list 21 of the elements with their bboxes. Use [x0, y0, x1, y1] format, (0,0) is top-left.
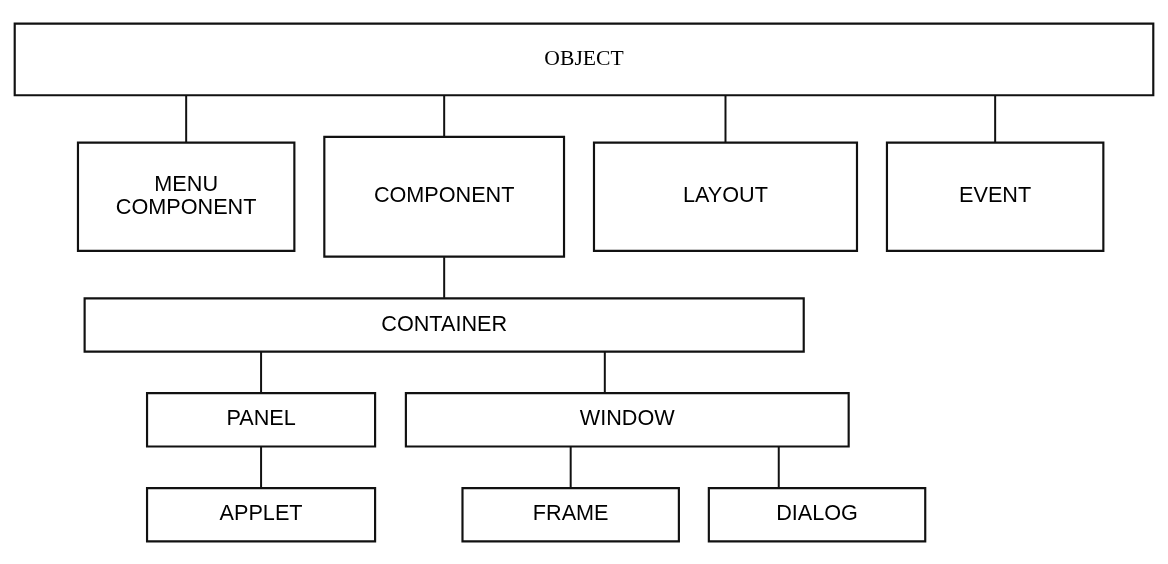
connector: [443, 94, 446, 137]
connector: [260, 350, 263, 394]
node-box: APPLET: [145, 486, 377, 542]
connector: [569, 445, 572, 489]
node-box: FRAME: [461, 486, 680, 542]
node-box: OBJECT: [13, 22, 1155, 96]
node-box: LAYOUT: [592, 141, 859, 252]
connector: [260, 445, 263, 489]
node-box: EVENT: [885, 141, 1105, 252]
node-box: CONTAINER: [83, 296, 805, 353]
node-box: PANEL: [145, 391, 377, 448]
connector: [724, 94, 727, 143]
node-box: COMPONENT: [323, 135, 566, 258]
node-box: DIALOG: [707, 486, 927, 542]
connector: [603, 350, 606, 394]
connector: [185, 94, 188, 143]
node-box: WINDOW: [404, 391, 850, 448]
connector: [994, 94, 997, 143]
connector: [777, 445, 780, 489]
connector: [443, 255, 446, 299]
node-box: MENU COMPONENT: [76, 141, 296, 252]
